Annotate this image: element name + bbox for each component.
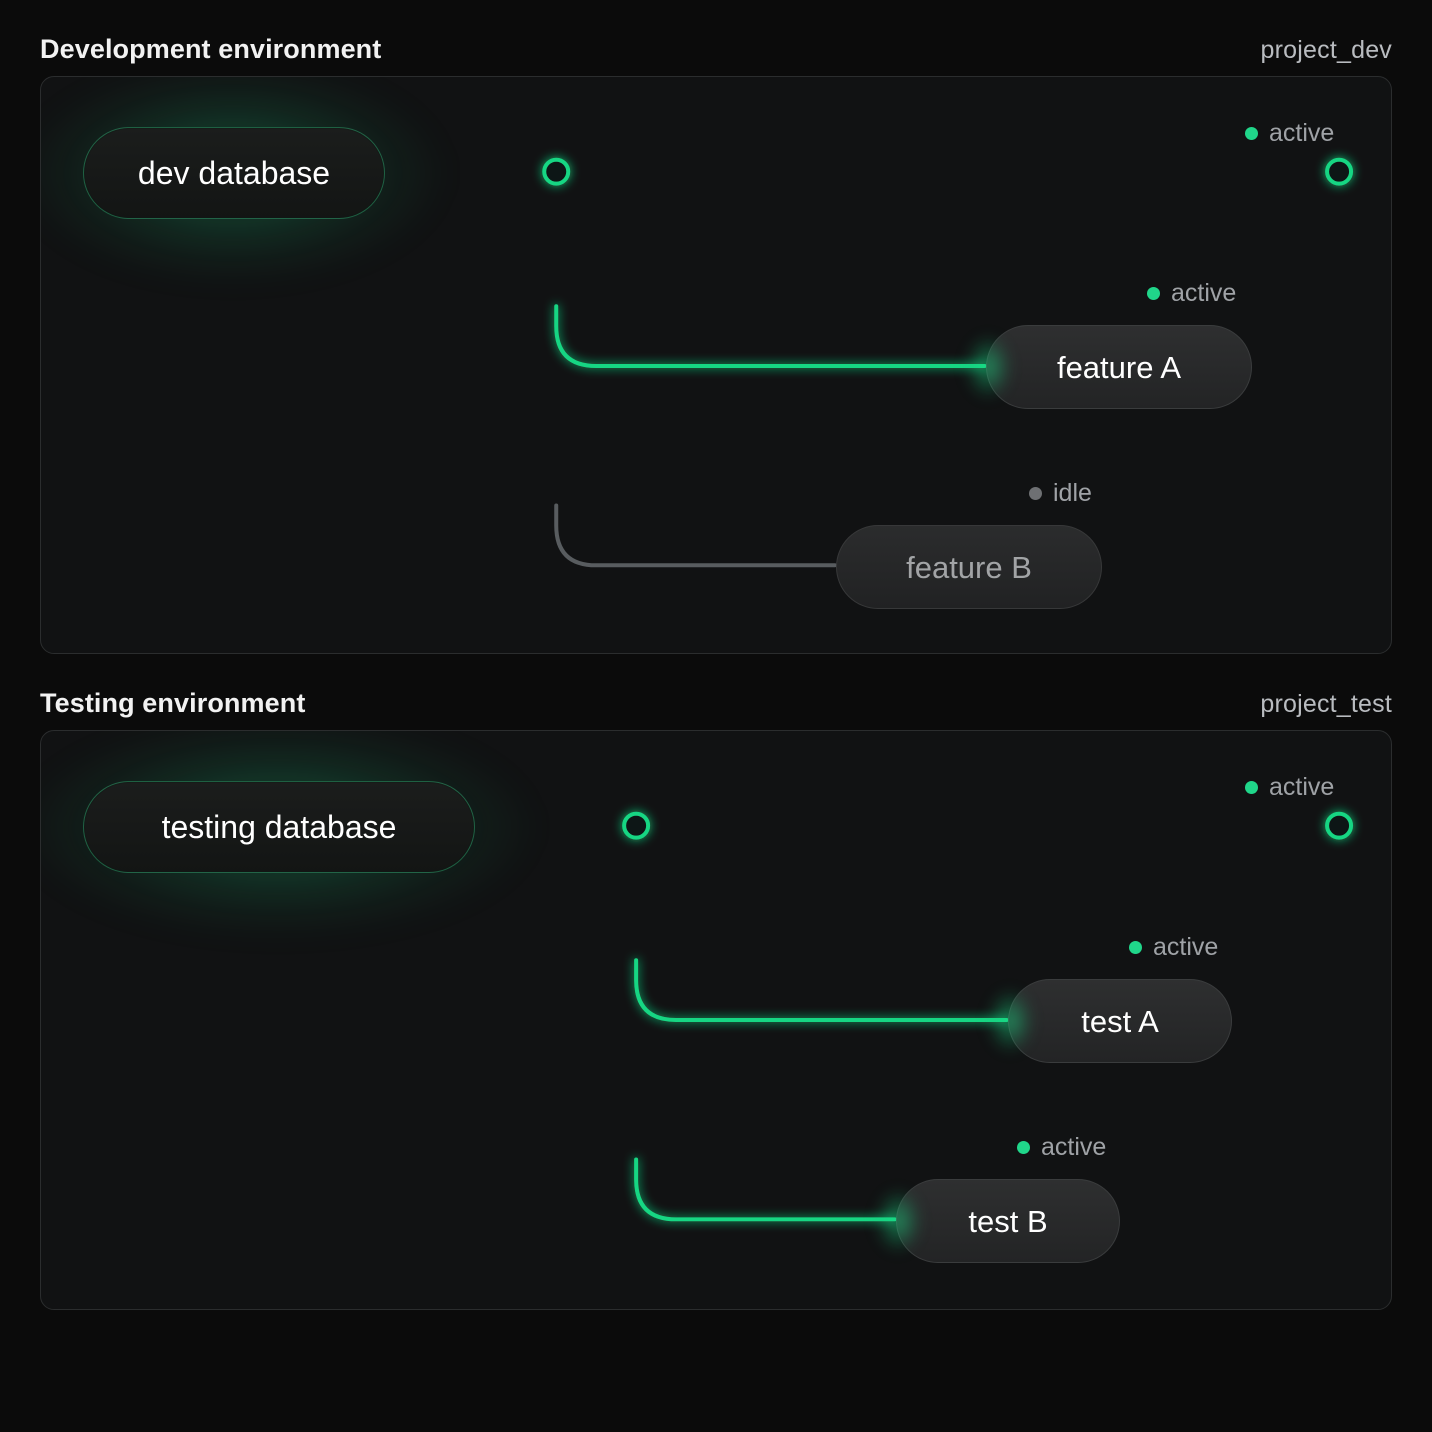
- node-dev-database-label: dev database: [137, 155, 331, 191]
- node-feature-a-label: feature A: [1056, 349, 1182, 385]
- status-dot-icon: [1129, 941, 1142, 954]
- status-dot-icon: [1017, 1141, 1030, 1154]
- status-feature-b-label: idle: [1053, 479, 1092, 507]
- node-test-a-label: test A: [1081, 1003, 1159, 1039]
- project-name-dev: project_dev: [1260, 36, 1392, 64]
- node-test-b[interactable]: test B: [875, 1179, 1120, 1263]
- test-branch-test-b: [634, 1157, 897, 1222]
- dev-junction-node[interactable]: [542, 157, 571, 186]
- node-testing-database-label: testing database: [161, 809, 397, 845]
- node-dev-database[interactable]: dev database: [83, 127, 385, 219]
- test-endpoint-node[interactable]: [1325, 811, 1354, 840]
- testing-graph-canvas: testing database active active test A: [41, 731, 1391, 1309]
- project-name-test: project_test: [1260, 690, 1392, 718]
- development-connector-lines: [382, 157, 1354, 568]
- node-feature-b[interactable]: feature B: [836, 525, 1102, 609]
- status-test-trunk: active: [1245, 775, 1334, 800]
- testing-panel: testing database active active test A: [40, 730, 1392, 1310]
- status-dot-icon: [1147, 287, 1160, 300]
- status-test-a: active: [1129, 935, 1218, 960]
- development-header: Development environment project_dev: [40, 0, 1392, 64]
- development-panel: dev database active active feature A: [40, 76, 1392, 654]
- status-dot-icon: [1245, 127, 1258, 140]
- status-feature-a: active: [1147, 281, 1236, 306]
- node-feature-a[interactable]: feature A: [965, 325, 1252, 409]
- node-testing-database[interactable]: testing database: [83, 781, 475, 873]
- node-test-b-label: test B: [968, 1203, 1048, 1239]
- status-dev-trunk-label: active: [1269, 119, 1335, 147]
- status-test-a-label: active: [1153, 933, 1219, 961]
- test-junction-node[interactable]: [622, 811, 651, 840]
- section-testing: Testing environment project_test: [40, 654, 1392, 1310]
- status-dot-icon: [1029, 487, 1042, 500]
- status-feature-a-label: active: [1171, 279, 1237, 307]
- status-test-b-label: active: [1041, 1133, 1107, 1161]
- dev-branch-feature-a: [554, 304, 987, 368]
- testing-title: Testing environment: [40, 688, 306, 718]
- dev-endpoint-node[interactable]: [1325, 157, 1354, 186]
- status-test-trunk-label: active: [1269, 773, 1335, 801]
- test-branch-test-a: [634, 958, 1009, 1022]
- development-graph-canvas: dev database active active feature A: [41, 77, 1391, 653]
- testing-header: Testing environment project_test: [40, 654, 1392, 718]
- dev-branch-feature-b: [554, 503, 837, 568]
- status-dev-trunk: active: [1245, 121, 1334, 146]
- page-title: Development environment: [40, 34, 382, 64]
- node-test-a[interactable]: test A: [987, 979, 1232, 1063]
- node-feature-b-label: feature B: [906, 549, 1032, 585]
- status-dot-icon: [1245, 781, 1258, 794]
- testing-connector-lines: [472, 811, 1354, 1222]
- status-test-b: active: [1017, 1135, 1106, 1160]
- section-development: Development environment project_dev: [40, 0, 1392, 654]
- status-feature-b: idle: [1029, 481, 1092, 506]
